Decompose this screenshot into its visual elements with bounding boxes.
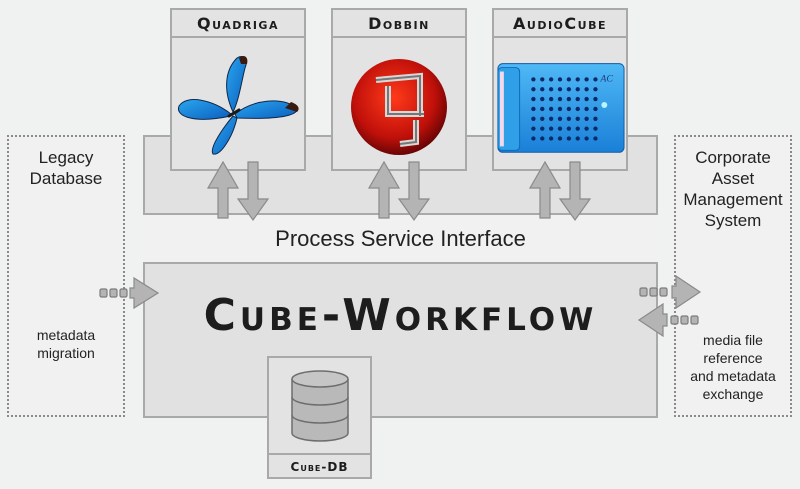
corporate-asset-management-box: Corporate Asset Management System media … [674, 135, 792, 417]
speaker-dot [593, 106, 598, 111]
arrow-up-icon [528, 160, 562, 219]
corporate-title-line: System [704, 211, 762, 230]
speaker-dot [531, 106, 536, 111]
speaker-dot [566, 96, 572, 101]
speaker-dot [593, 116, 598, 121]
cube-db-label: Cube-DB [290, 460, 349, 474]
speaker-dot [548, 125, 554, 131]
speaker-dot [531, 116, 536, 121]
speaker-dot [531, 125, 536, 131]
speaker-dot [531, 96, 536, 101]
legacy-title-line: Database [29, 169, 103, 188]
corporate-note-line: media file [703, 332, 763, 348]
speaker-dot [566, 135, 572, 141]
arrow-down-icon [558, 161, 592, 222]
speaker-dot [593, 125, 598, 131]
speaker-dot [584, 76, 589, 82]
arrow-left-icon [637, 302, 668, 338]
tool-title: AudioCube [494, 10, 626, 38]
speaker-dot [575, 96, 580, 101]
speaker-dot [584, 86, 589, 91]
speaker-dot [575, 86, 580, 91]
speaker-dot [548, 106, 554, 111]
legacy-title-line: Legacy [38, 148, 94, 167]
speaker-dot [548, 86, 554, 91]
speaker-dot [557, 106, 563, 111]
speaker-dot [557, 76, 563, 82]
speaker-dot [557, 125, 563, 131]
speaker-dot [566, 106, 572, 111]
dashed-connector-squares [99, 287, 699, 325]
corporate-note-line: reference [703, 350, 763, 366]
tool-title: Dobbin [333, 10, 465, 38]
speaker-dot [593, 76, 598, 82]
speaker-dot [593, 135, 598, 141]
speaker-dot [566, 116, 572, 121]
speaker-dot [531, 86, 536, 91]
arrow-right-icon [671, 274, 702, 310]
speaker-dot [540, 125, 545, 131]
corporate-title-line: Corporate [695, 148, 771, 167]
dobbin-logo-icon [351, 58, 447, 155]
speaker-dot [548, 76, 554, 82]
process-service-interface-label: Process Service Interface [275, 225, 526, 251]
speaker-dot [575, 76, 580, 82]
speaker-dot [575, 106, 580, 111]
speaker-dot [531, 76, 536, 82]
speaker-dot [548, 116, 554, 121]
speaker-dot [540, 106, 545, 111]
speaker-dot [584, 106, 589, 111]
workflow-title: Cube-Workflow [203, 290, 598, 341]
tool-dobbin: Dobbin [331, 8, 467, 171]
cube-db-box: Cube-DB [267, 356, 372, 479]
audiocube-device-icon: AC [497, 62, 625, 153]
speaker-dot [540, 76, 545, 82]
process-service-interface: Process Service Interface [143, 213, 658, 264]
legacy-database-box: Legacy Database metadata migration [7, 135, 125, 417]
speaker-dot [584, 125, 589, 131]
corporate-title-line: Asset [711, 169, 755, 188]
speaker-dot [584, 135, 589, 141]
speaker-dot [575, 116, 580, 121]
speaker-dot [540, 116, 545, 121]
speaker-dot [566, 86, 572, 91]
speaker-dot [557, 135, 563, 141]
speaker-dot [548, 135, 554, 141]
tool-title: Quadriga [172, 10, 304, 38]
arrow-down-icon [397, 161, 431, 222]
speaker-dot [575, 135, 580, 141]
svg-text:AC: AC [599, 73, 613, 84]
speaker-dot [540, 135, 545, 141]
speaker-dot [540, 86, 545, 91]
corporate-title-line: Management [683, 190, 783, 209]
speaker-dot [557, 86, 563, 91]
butterfly-icon [177, 55, 299, 155]
speaker-dot [593, 96, 598, 101]
corporate-note-line: exchange [702, 386, 764, 402]
arrow-right-icon [129, 276, 160, 310]
tool-quadriga: Quadriga [170, 8, 306, 171]
speaker-dot [557, 116, 563, 121]
speaker-dot [548, 96, 554, 101]
speaker-dot [557, 96, 563, 101]
legacy-note-line: metadata [36, 327, 96, 343]
speaker-dot [584, 116, 589, 121]
speaker-dot [566, 125, 572, 131]
speaker-dot [540, 96, 545, 101]
database-icon [290, 369, 349, 442]
corporate-note-line: and metadata [690, 368, 776, 384]
speaker-dot [566, 76, 572, 82]
speaker-dot [593, 86, 598, 91]
speaker-dot [575, 125, 580, 131]
arrow-up-icon [367, 160, 401, 219]
arrow-up-icon [206, 160, 240, 219]
speaker-dot [584, 96, 589, 101]
arrow-down-icon [236, 161, 270, 222]
legacy-note-line: migration [37, 345, 95, 361]
tool-audiocube: AudioCube AC [492, 8, 628, 171]
speaker-dot [531, 135, 536, 141]
